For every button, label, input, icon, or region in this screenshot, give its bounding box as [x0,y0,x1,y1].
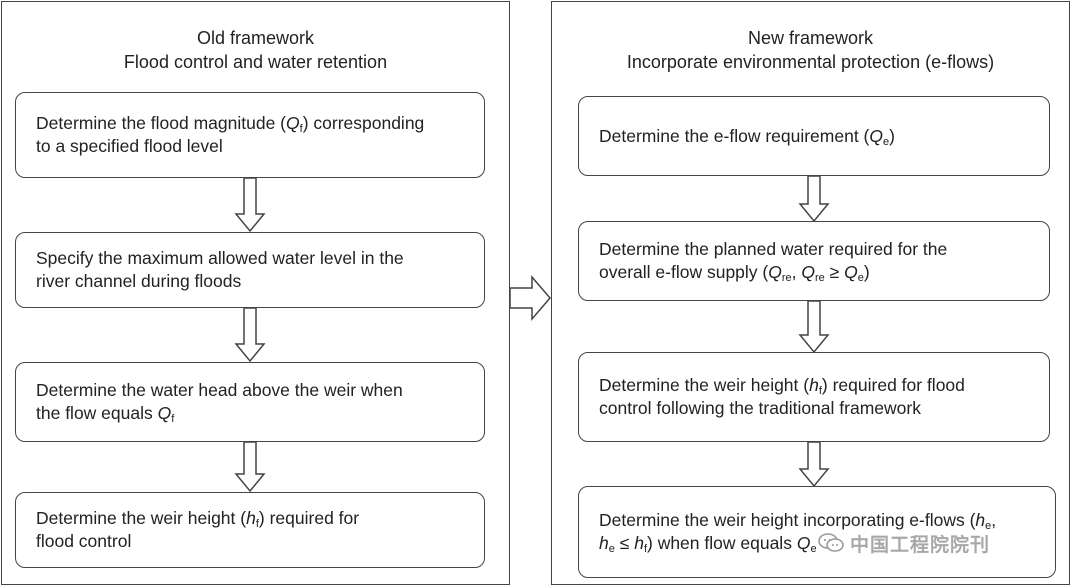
new-step-eflow-requirement: Determine the e-flow requirement (Qe) [578,96,1050,176]
old-step-2-text: Specify the maximum allowed water level … [36,248,404,291]
new-framework-title: New framework Incorporate environmental … [552,26,1069,74]
new-step-weir-height-eflows: Determine the weir height incorporating … [578,486,1056,578]
old-step-flood-magnitude: Determine the flood magnitude (Qf) corre… [15,92,485,178]
old-step-weir-height: Determine the weir height (hf) required … [15,492,485,568]
wechat-icon [818,533,844,552]
old-framework-title-line1: Old framework [196,28,315,48]
new-framework-title-line1: New framework [747,28,874,48]
old-step-water-head: Determine the water head above the weir … [15,362,485,442]
old-step-max-water-level: Specify the maximum allowed water level … [15,232,485,308]
new-step-planned-water: Determine the planned water required for… [578,221,1050,301]
new-step-4-text: Determine the weir height incorporating … [599,510,997,555]
transition-right-arrow [509,274,551,322]
old-step-1-text: Determine the flood magnitude (Qf) corre… [36,113,425,156]
new-step-2-text: Determine the planned water required for… [599,239,948,284]
new-step-3-text: Determine the weir height (hf) required … [599,375,965,418]
watermark-text: 中国工程院院刊 [850,534,991,556]
new-down-arrow-1 [798,175,830,223]
old-framework-title: Old framework Flood control and water re… [2,26,509,74]
new-down-arrow-2 [798,300,830,354]
old-step-4-text: Determine the weir height (hf) required … [36,508,360,551]
new-step-1-text: Determine the e-flow requirement (Qe) [599,125,895,148]
new-step-weir-height-flood: Determine the weir height (hf) required … [578,352,1050,442]
old-framework-title-line2: Flood control and water retention [123,52,388,72]
old-down-arrow-3 [234,441,266,493]
new-down-arrow-3 [798,441,830,488]
watermark: 中国工程院院刊 [818,528,1070,558]
old-down-arrow-1 [234,177,266,233]
new-framework-title-line2: Incorporate environmental protection (e-… [626,52,995,72]
old-down-arrow-2 [234,307,266,363]
old-step-3-text: Determine the water head above the weir … [36,380,403,425]
